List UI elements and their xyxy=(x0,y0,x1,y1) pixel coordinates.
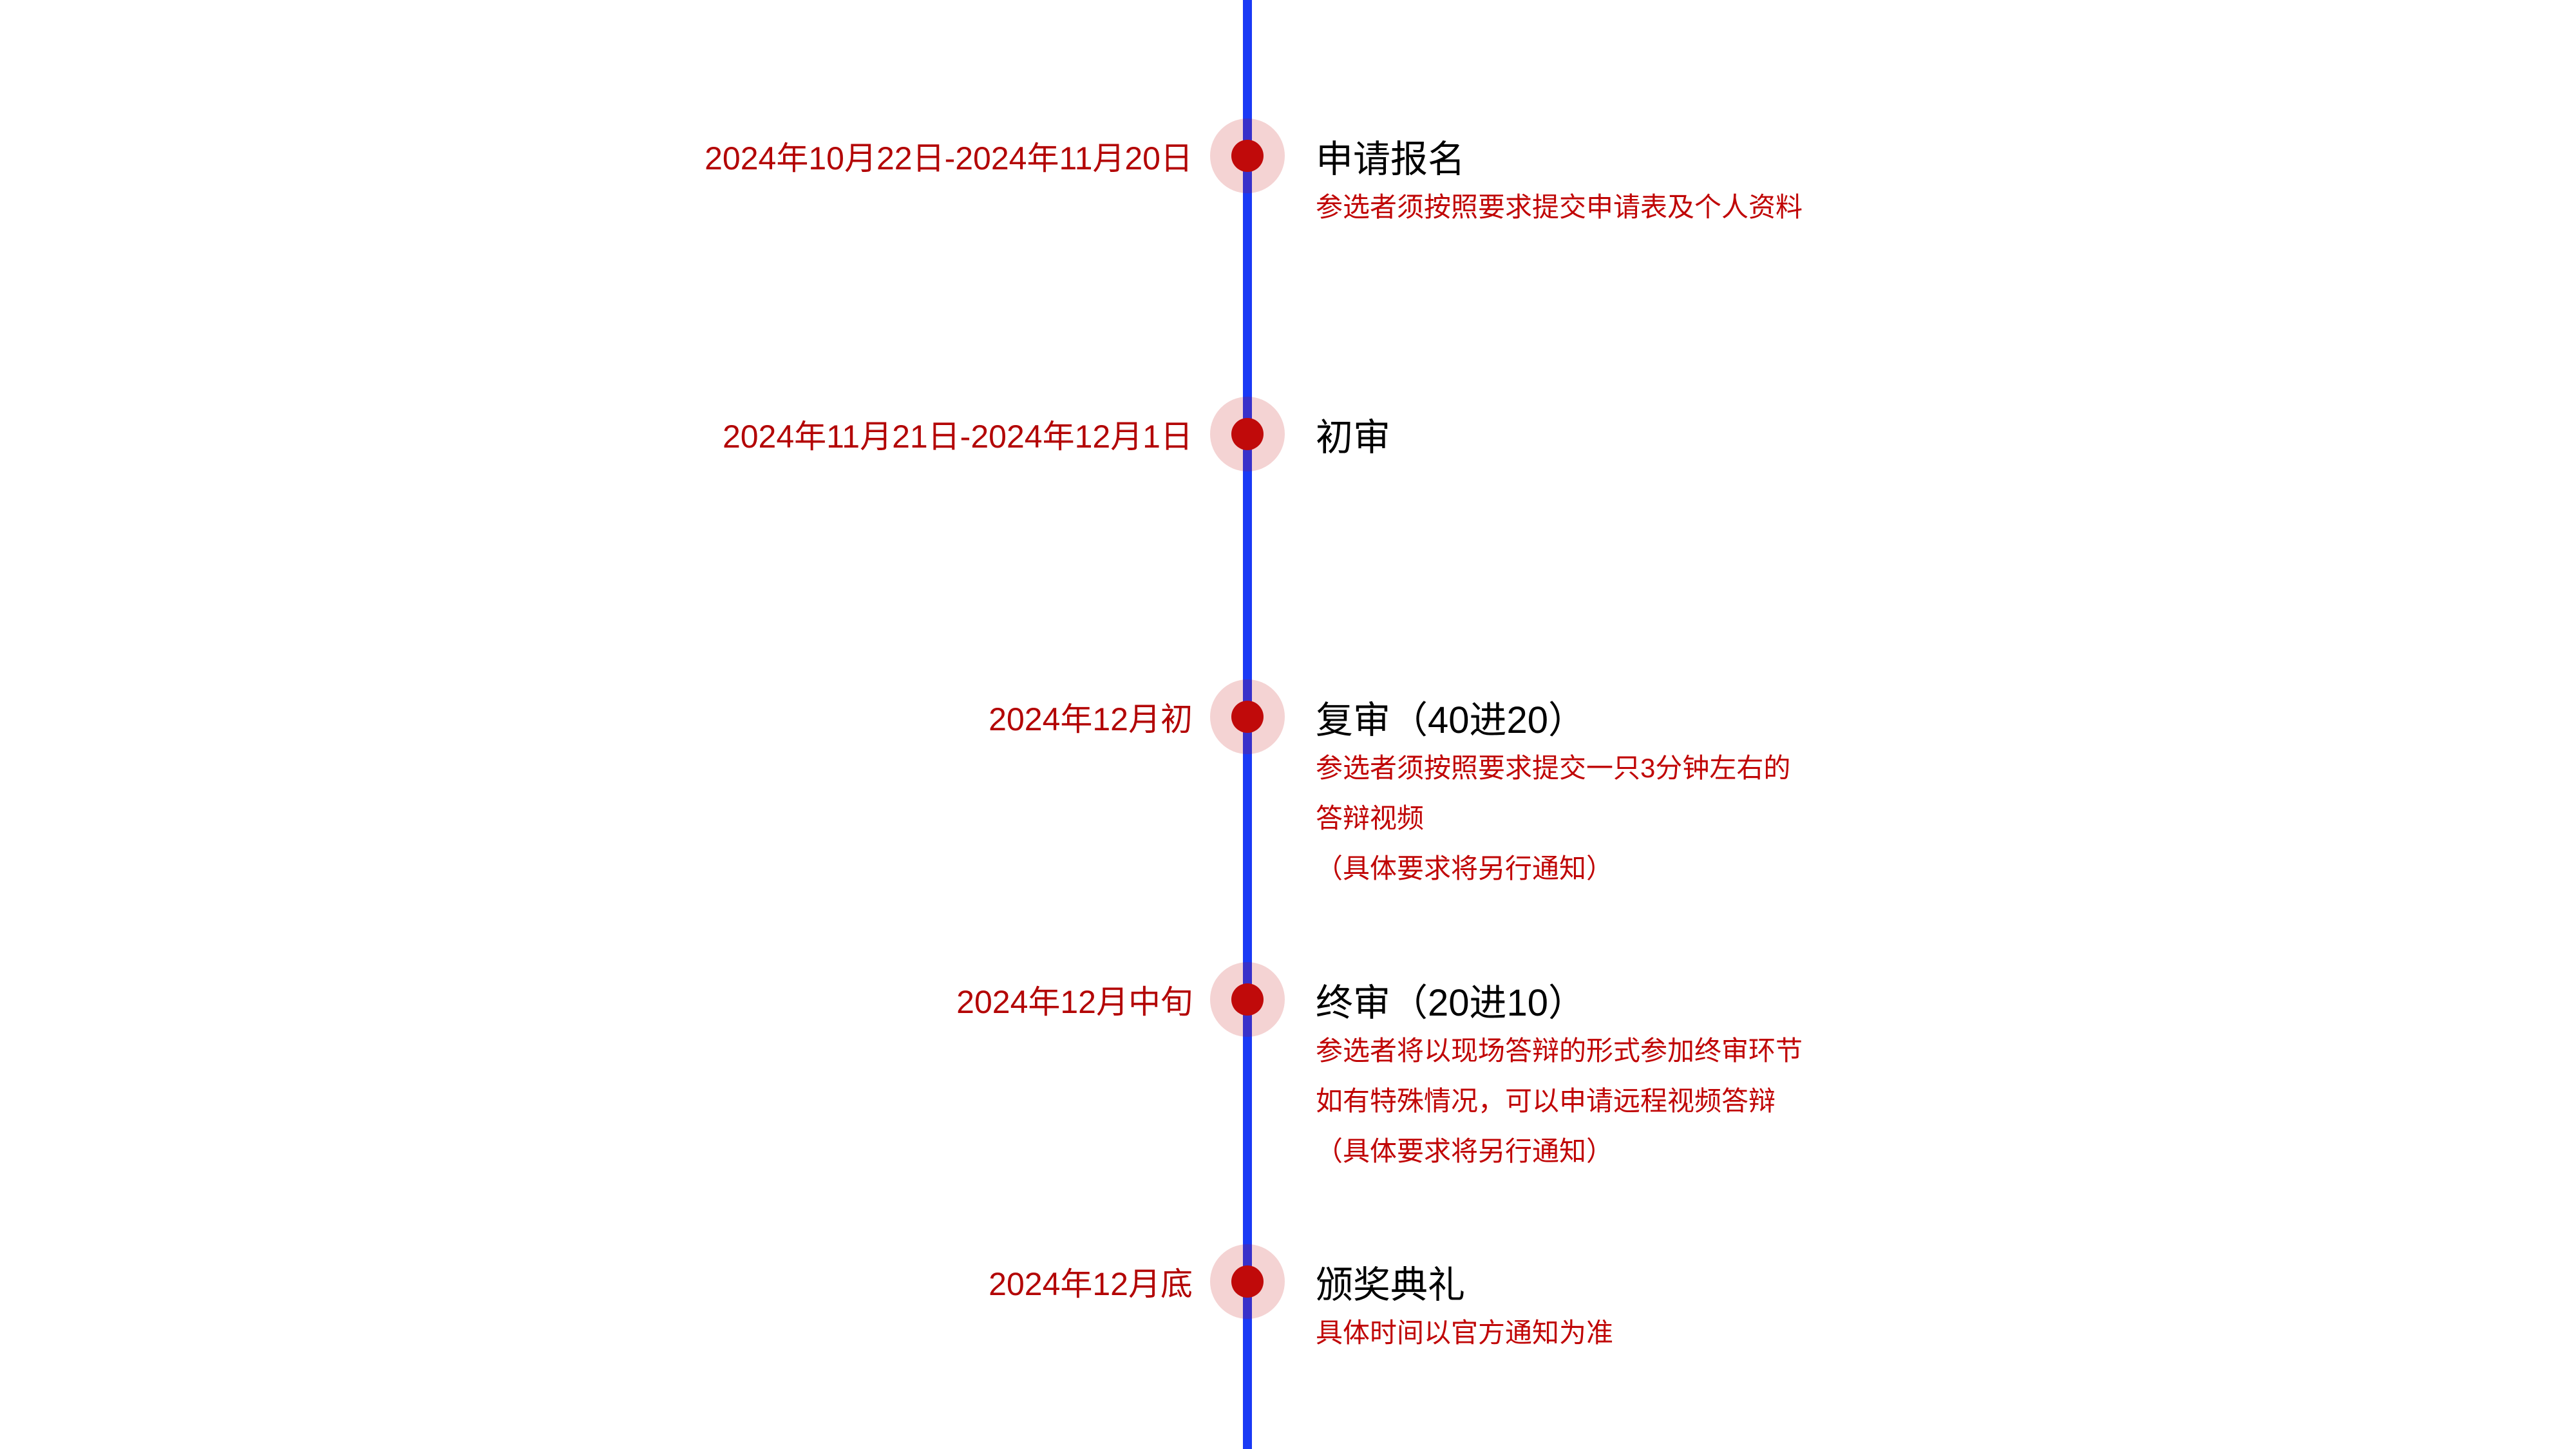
milestone-title: 颁奖典礼 xyxy=(1316,1264,1466,1306)
milestone-node-dot xyxy=(1231,140,1264,172)
milestone-description-line: 参选者须按照要求提交申请表及个人资料 xyxy=(1316,192,1803,222)
milestone-description-line: 参选者将以现场答辩的形式参加终审环节 xyxy=(1316,1036,1803,1066)
milestone-description: 参选者将以现场答辩的形式参加终审环节如有特殊情况，可以申请远程视频答辩 （具体要求… xyxy=(1316,1026,1803,1177)
milestone-description-line: 如有特殊情况，可以申请远程视频答辩 xyxy=(1316,1086,1776,1116)
milestone-date: 2024年12月初 xyxy=(989,701,1193,737)
milestone-description: 参选者须按照要求提交申请表及个人资料 xyxy=(1316,182,1803,232)
milestone-date: 2024年10月22日-2024年11月20日 xyxy=(705,140,1193,176)
milestone-description-line: 答辩视频 xyxy=(1316,803,1425,833)
milestone-title: 复审（40进20） xyxy=(1316,699,1586,741)
milestone-description-line: 具体时间以官方通知为准 xyxy=(1316,1318,1614,1348)
milestone-date: 2024年12月中旬 xyxy=(956,984,1193,1020)
milestone-date: 2024年11月21日-2024年12月1日 xyxy=(722,419,1193,455)
milestone-description: 参选者须按照要求提交一只3分钟左右的答辩视频 （具体要求将另行通知） xyxy=(1316,743,1790,894)
milestone-description-line: （具体要求将另行通知） xyxy=(1316,853,1614,884)
milestone-node-dot xyxy=(1231,983,1264,1016)
milestone-node-dot xyxy=(1231,418,1264,450)
milestone-description-line: 参选者须按照要求提交一只3分钟左右的 xyxy=(1316,753,1791,783)
milestone-title: 初审 xyxy=(1316,417,1391,459)
milestone-description: 具体时间以官方通知为准 xyxy=(1316,1308,1613,1358)
milestone-title: 申请报名 xyxy=(1316,138,1466,180)
milestone-date: 2024年12月底 xyxy=(989,1266,1193,1302)
milestone-title: 终审（20进10） xyxy=(1316,982,1586,1024)
milestone-node-dot xyxy=(1231,701,1264,733)
milestone-description-line: （具体要求将另行通知） xyxy=(1316,1136,1614,1166)
milestone-node-dot xyxy=(1231,1265,1264,1298)
